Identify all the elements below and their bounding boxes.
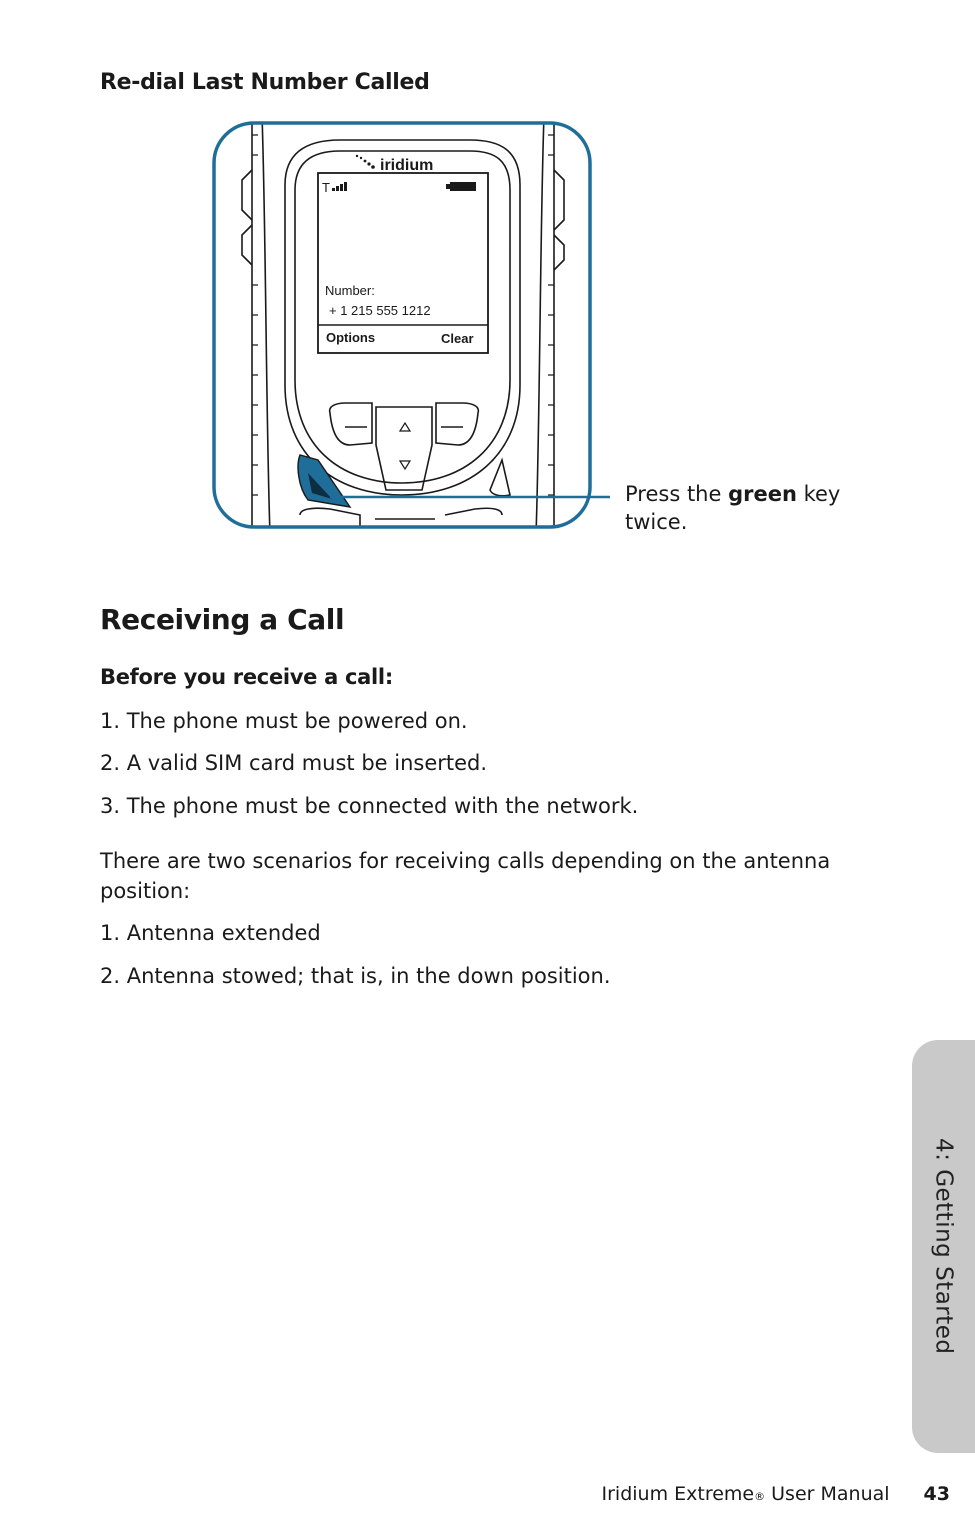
softkey-clear: Clear: [441, 331, 474, 346]
body-paragraph: There are two scenarios for receiving ca…: [100, 849, 831, 903]
chapter-tab: 4: Getting Started: [912, 1040, 975, 1453]
softkey-options: Options: [326, 330, 375, 345]
phone-illustration: T iridium Number: + 1 215 555 1212 Optio…: [212, 121, 610, 529]
battery-icon: [446, 182, 476, 191]
chapter-tab-label: 4: Getting Started: [930, 1138, 957, 1355]
signal-icon: T: [322, 180, 347, 195]
subtitle-before: Before you receive a call:: [100, 665, 393, 689]
callout-bold: green: [728, 482, 797, 506]
screen-number-value: + 1 215 555 1212: [329, 303, 431, 318]
list-item: 2. Antenna stowed; that is, in the down …: [100, 964, 611, 988]
screen-number-label: Number:: [325, 283, 375, 298]
section-title-redial: Re-dial Last Number Called: [100, 70, 430, 95]
footer-manual-name: Iridium Extreme: [601, 1483, 755, 1505]
footer-manual-suffix: User Manual: [765, 1483, 890, 1505]
callout-text: Press the green key twice.: [625, 480, 865, 536]
phone-brand: iridium: [380, 157, 433, 174]
list-item: 2. A valid SIM card must be inserted.: [100, 751, 488, 775]
footer-reg-mark: ®: [754, 1490, 766, 1503]
highlight-frame: [212, 121, 592, 529]
iridium-logo-icon: [355, 154, 375, 169]
list-item: 1. Antenna extended: [100, 921, 321, 945]
list-item: 3. The phone must be connected with the …: [100, 794, 639, 818]
page-number: 43: [923, 1483, 950, 1505]
page-footer: Iridium Extreme® User Manual 43: [560, 1483, 951, 1505]
callout-suffix: key twice.: [625, 482, 841, 534]
svg-text:T: T: [322, 180, 330, 195]
list-item: 1. The phone must be powered on.: [100, 709, 468, 733]
section-title-receiving: Receiving a Call: [100, 603, 345, 636]
callout-prefix: Press the: [625, 482, 729, 506]
